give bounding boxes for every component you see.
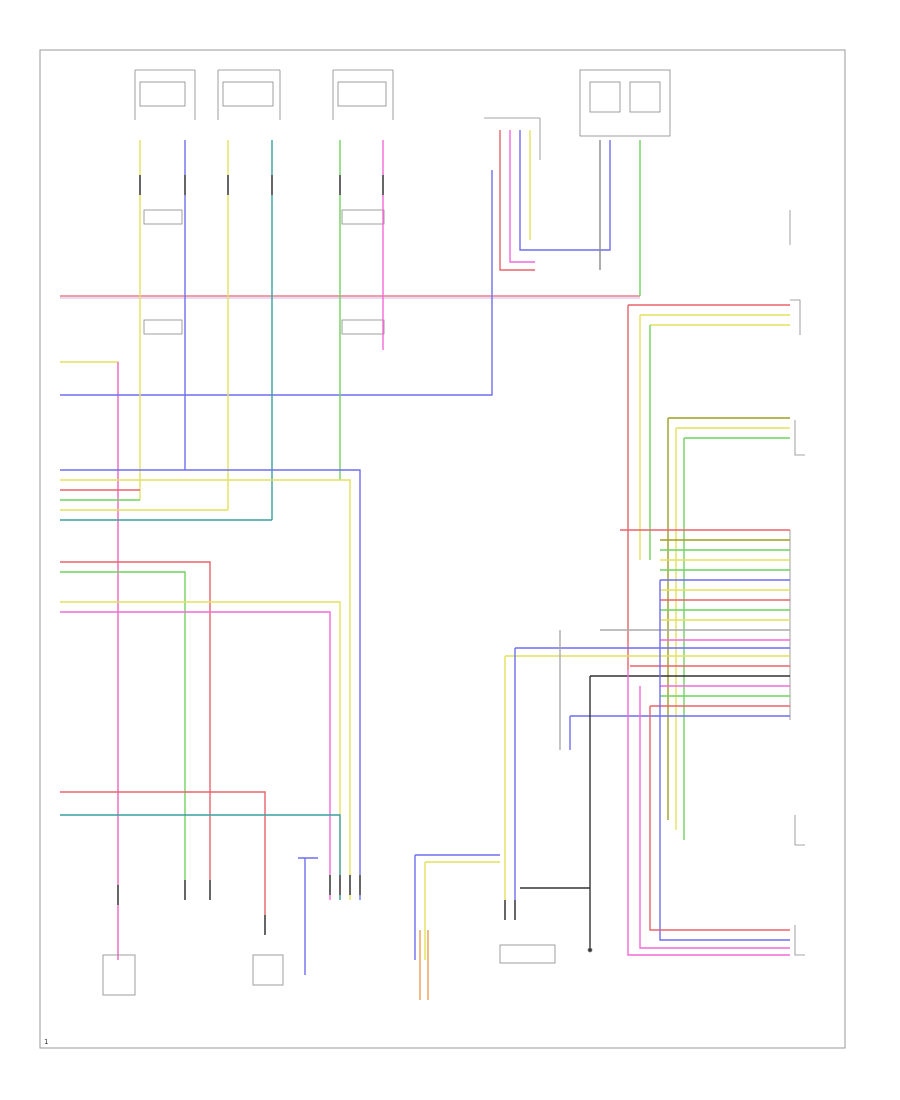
bottom-components	[102, 944, 593, 996]
wires	[60, 130, 790, 1000]
page-number: 1	[44, 1038, 48, 1046]
diagram-frame	[39, 49, 846, 1049]
top-connector-group	[134, 69, 671, 335]
right-connector-brackets	[789, 210, 805, 956]
pin-stubs	[117, 175, 516, 935]
